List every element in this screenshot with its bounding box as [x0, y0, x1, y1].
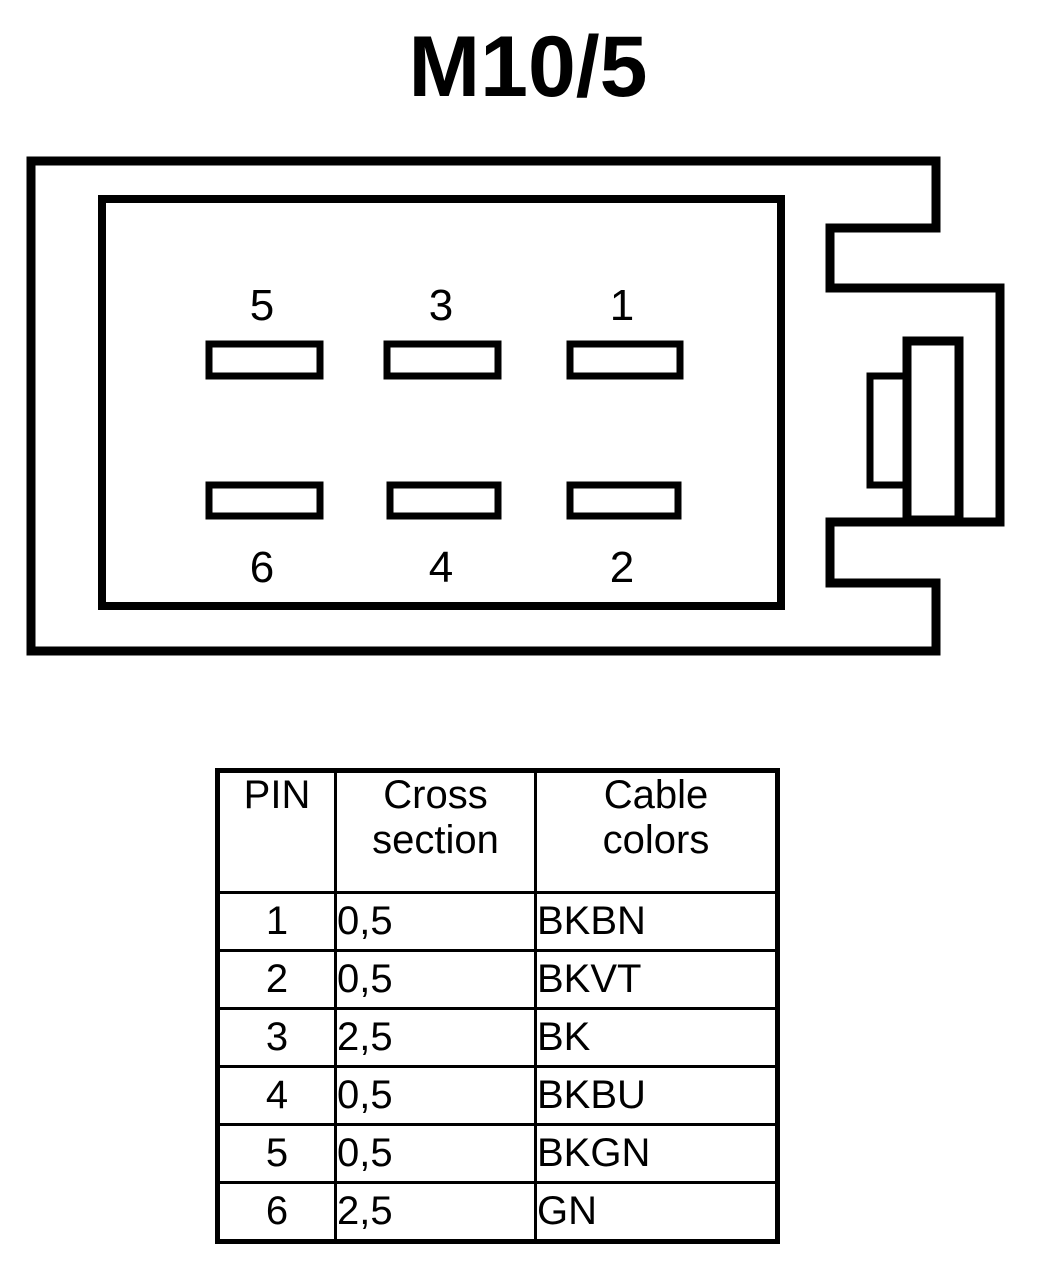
pin-number-5: 5: [250, 281, 274, 330]
column-header-cable-colors-line2: colors: [602, 817, 710, 862]
pin-number-3: 3: [429, 281, 453, 330]
table-header: PIN Cross section Cable colors: [216, 769, 779, 894]
table-row: 2 0,5 BKVT: [216, 949, 779, 1010]
pin-assignment-table: PIN Cross section Cable colors 1 0,5 BKB…: [215, 768, 780, 1244]
cell-cross-section: 2,5: [334, 1181, 537, 1243]
column-header-cross-section: Cross section: [334, 769, 537, 894]
table-row: 3 2,5 BK: [216, 1007, 779, 1068]
table-row: 6 2,5 GN: [216, 1181, 779, 1243]
cell-cable-colors: BKBU: [534, 1065, 779, 1126]
cell-cross-section: 0,5: [334, 1123, 537, 1184]
pin-slot-2[interactable]: [566, 481, 682, 520]
pin-number-6: 6: [250, 543, 274, 592]
column-header-cable-colors-line1: Cable: [603, 773, 709, 817]
cell-pin: 3: [216, 1007, 337, 1068]
cell-cross-section: 0,5: [334, 891, 537, 952]
latch-large-rect: [902, 336, 964, 525]
column-header-cross-section-line1: Cross: [383, 773, 488, 817]
pin-assignment-table-wrap: PIN Cross section Cable colors 1 0,5 BKB…: [215, 768, 780, 1244]
connector-diagram: 5 3 1 6 4 2: [26, 156, 1005, 656]
column-header-cross-section-line2: section: [372, 817, 499, 862]
connector-inner-face: [98, 195, 785, 610]
pin-slot-6[interactable]: [205, 481, 324, 520]
pin-number-2: 2: [610, 543, 634, 592]
cell-cross-section: 2,5: [334, 1007, 537, 1068]
pin-slot-4[interactable]: [386, 481, 502, 520]
cell-cable-colors: GN: [534, 1181, 779, 1243]
cell-cable-colors: BK: [534, 1007, 779, 1068]
pin-slot-1[interactable]: [566, 340, 684, 380]
cell-pin: 2: [216, 949, 337, 1010]
table-row: 1 0,5 BKBN: [216, 891, 779, 952]
pin-number-4: 4: [429, 543, 453, 592]
table-row: 4 0,5 BKBU: [216, 1065, 779, 1126]
cell-cable-colors: BKBN: [534, 891, 779, 952]
cell-pin: 4: [216, 1065, 337, 1126]
page-title: M10/5: [408, 19, 648, 115]
cell-pin: 5: [216, 1123, 337, 1184]
cell-cable-colors: BKVT: [534, 949, 779, 1010]
latch-small-rect: [866, 372, 912, 489]
pin-number-1: 1: [610, 281, 634, 330]
table-header-row: PIN Cross section Cable colors: [216, 769, 779, 894]
cell-cross-section: 0,5: [334, 1065, 537, 1126]
column-header-pin: PIN: [216, 769, 337, 894]
table-row: 5 0,5 BKGN: [216, 1123, 779, 1184]
cell-pin: 6: [216, 1181, 337, 1243]
cell-cable-colors: BKGN: [534, 1123, 779, 1184]
cell-cross-section: 0,5: [334, 949, 537, 1010]
column-header-cable-colors: Cable colors: [534, 769, 779, 894]
table-body: 1 0,5 BKBN 2 0,5 BKVT 3 2,5 BK 4 0,5: [216, 891, 779, 1243]
cell-pin: 1: [216, 891, 337, 952]
pin-slot-5[interactable]: [205, 340, 324, 380]
pin-slot-3[interactable]: [383, 340, 502, 380]
connector-outer-outline: [26, 156, 1005, 656]
